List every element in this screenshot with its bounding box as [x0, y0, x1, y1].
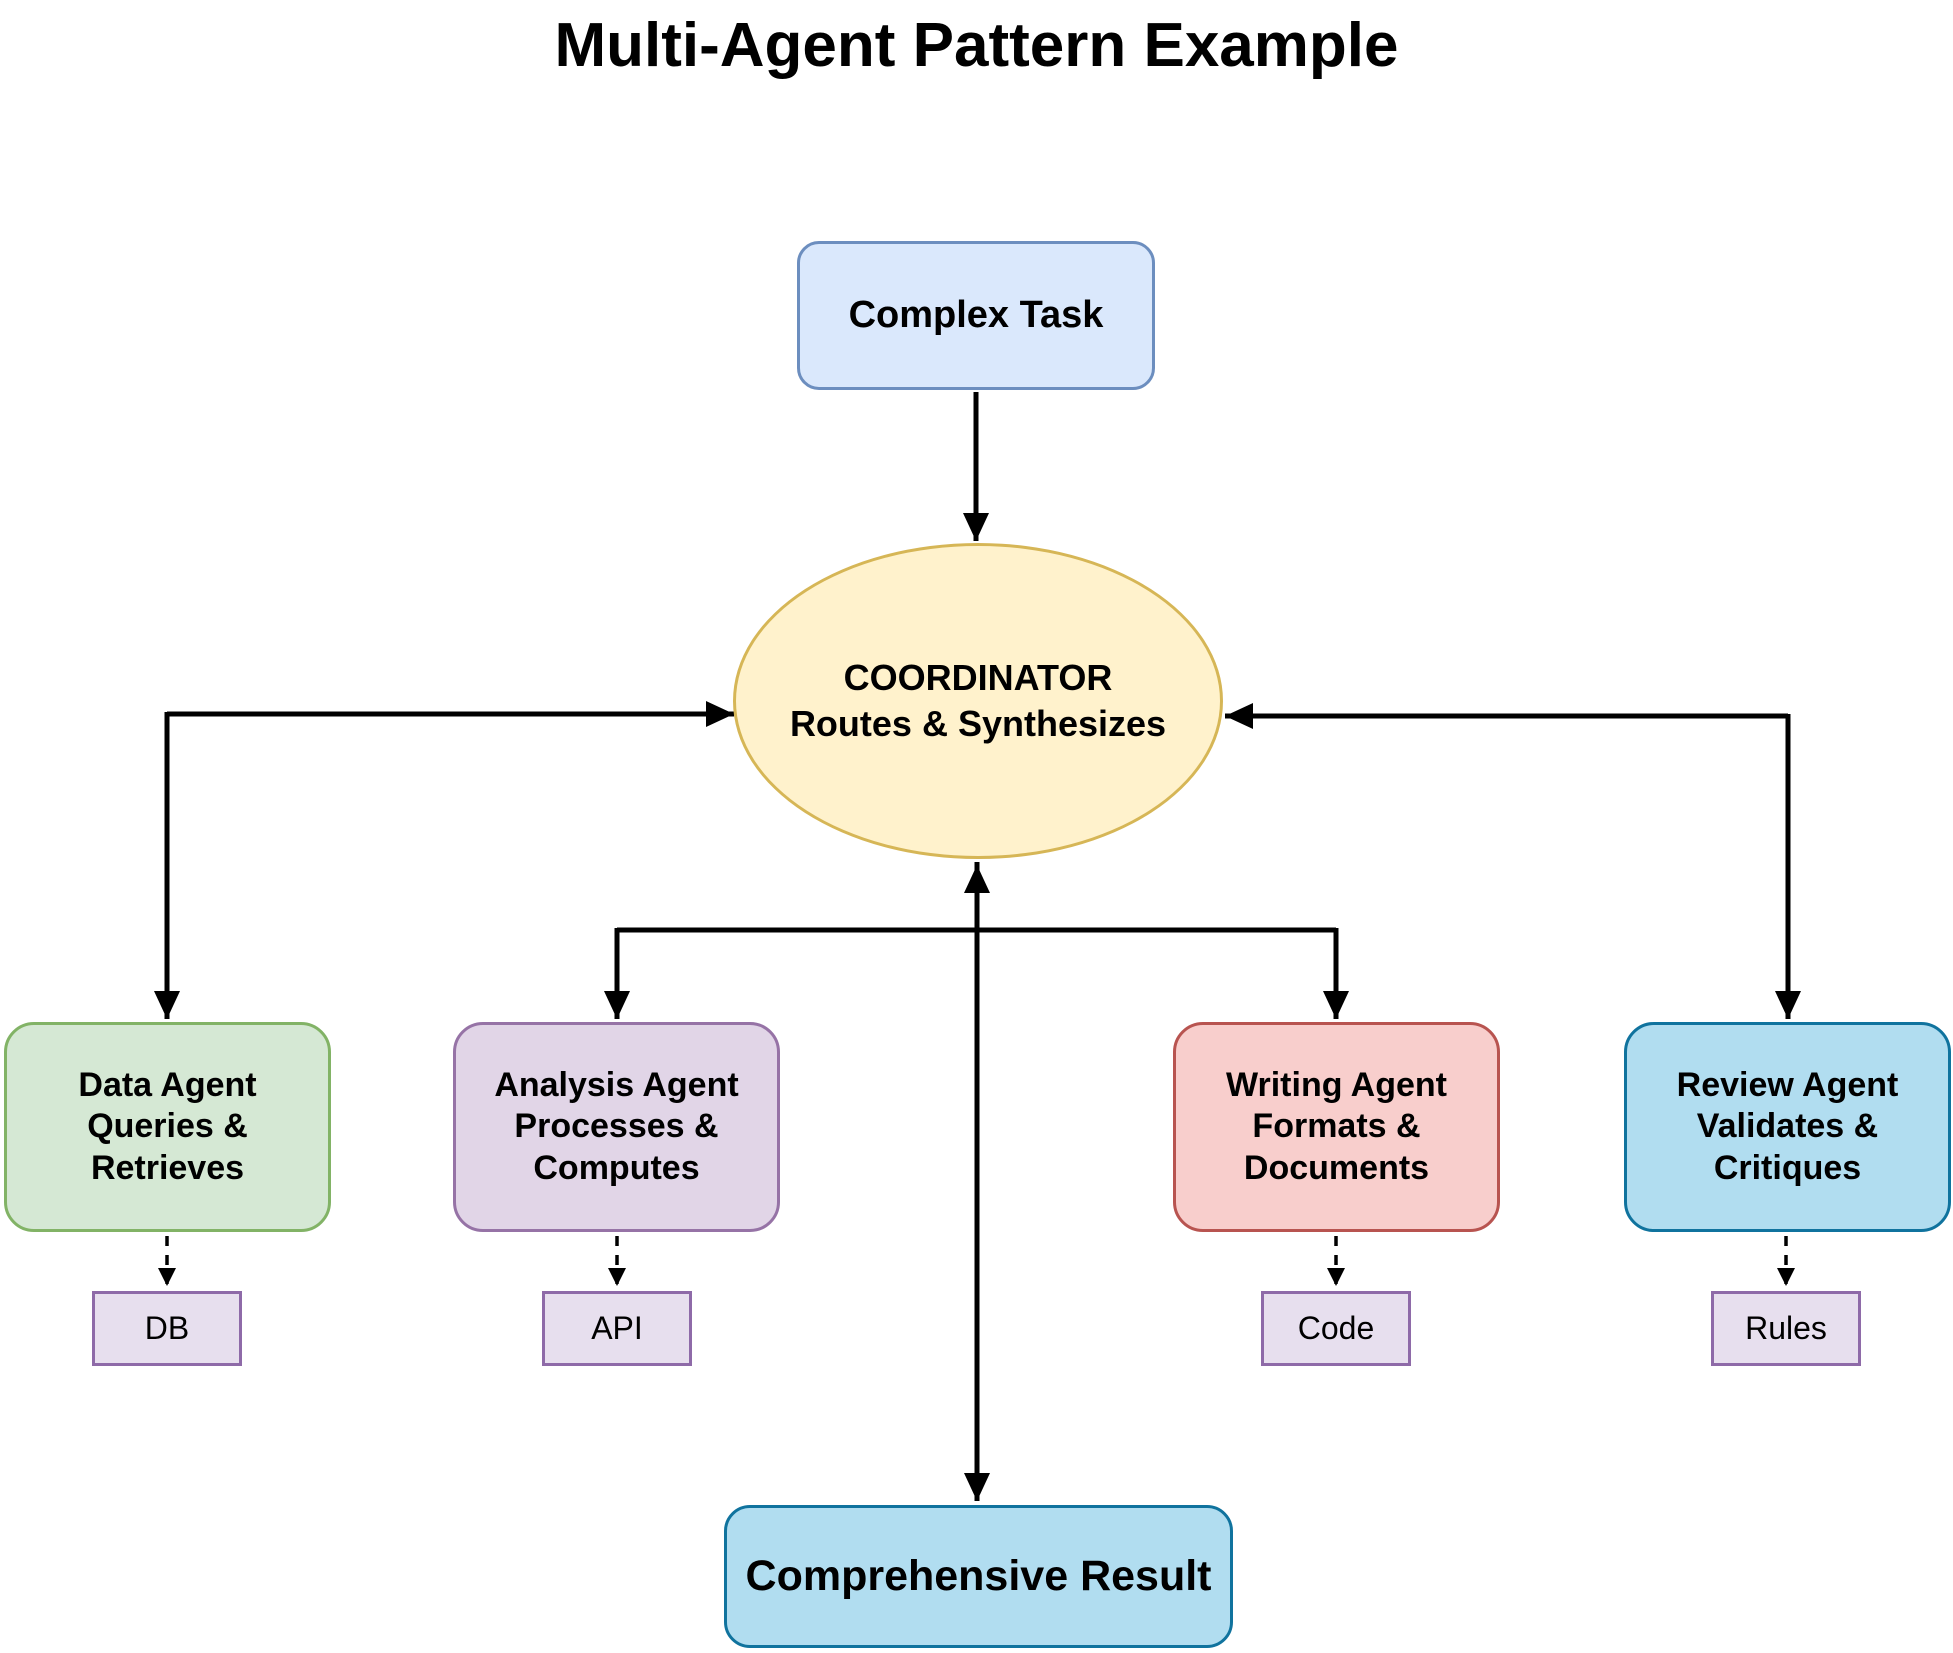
data-agent-line1: Data Agent: [78, 1065, 257, 1104]
tool-api-label: API: [591, 1310, 643, 1346]
review-agent-line3: Critiques: [1713, 1148, 1862, 1187]
review-agent-line2: Validates &: [1696, 1107, 1879, 1146]
node-review-agent: Review Agent Validates & Critiques: [1624, 1022, 1951, 1232]
node-comprehensive-result: Comprehensive Result: [724, 1505, 1233, 1648]
node-complex-task: Complex Task: [797, 241, 1155, 390]
node-tool-db: DB: [92, 1291, 242, 1366]
analysis-agent-line2: Processes &: [514, 1107, 719, 1146]
node-tool-rules: Rules: [1711, 1291, 1861, 1366]
analysis-agent-line1: Analysis Agent: [494, 1065, 739, 1104]
writing-agent-line3: Documents: [1243, 1148, 1430, 1187]
analysis-agent-line3: Computes: [533, 1148, 700, 1187]
complex-task-label: Complex Task: [848, 294, 1104, 336]
node-tool-code: Code: [1261, 1291, 1411, 1366]
node-tool-api: API: [542, 1291, 692, 1366]
tool-code-label: Code: [1297, 1310, 1375, 1346]
coordinator-subtitle: Routes & Synthesizes: [789, 703, 1167, 744]
writing-agent-line1: Writing Agent: [1226, 1065, 1447, 1104]
node-writing-agent: Writing Agent Formats & Documents: [1173, 1022, 1500, 1232]
tool-db-label: DB: [144, 1310, 190, 1346]
review-agent-line1: Review Agent: [1676, 1065, 1899, 1104]
writing-agent-line2: Formats &: [1252, 1107, 1421, 1146]
node-analysis-agent: Analysis Agent Processes & Computes: [453, 1022, 780, 1232]
coordinator-title: COORDINATOR: [843, 656, 1113, 698]
node-data-agent: Data Agent Queries & Retrieves: [4, 1022, 331, 1232]
data-agent-line3: Retrieves: [90, 1148, 245, 1187]
data-agent-line2: Queries &: [87, 1107, 248, 1146]
node-coordinator: COORDINATOR Routes & Synthesizes: [733, 543, 1223, 859]
result-label: Comprehensive Result: [745, 1552, 1212, 1600]
tool-rules-label: Rules: [1745, 1310, 1827, 1346]
page-title: Multi-Agent Pattern Example: [554, 11, 1399, 80]
